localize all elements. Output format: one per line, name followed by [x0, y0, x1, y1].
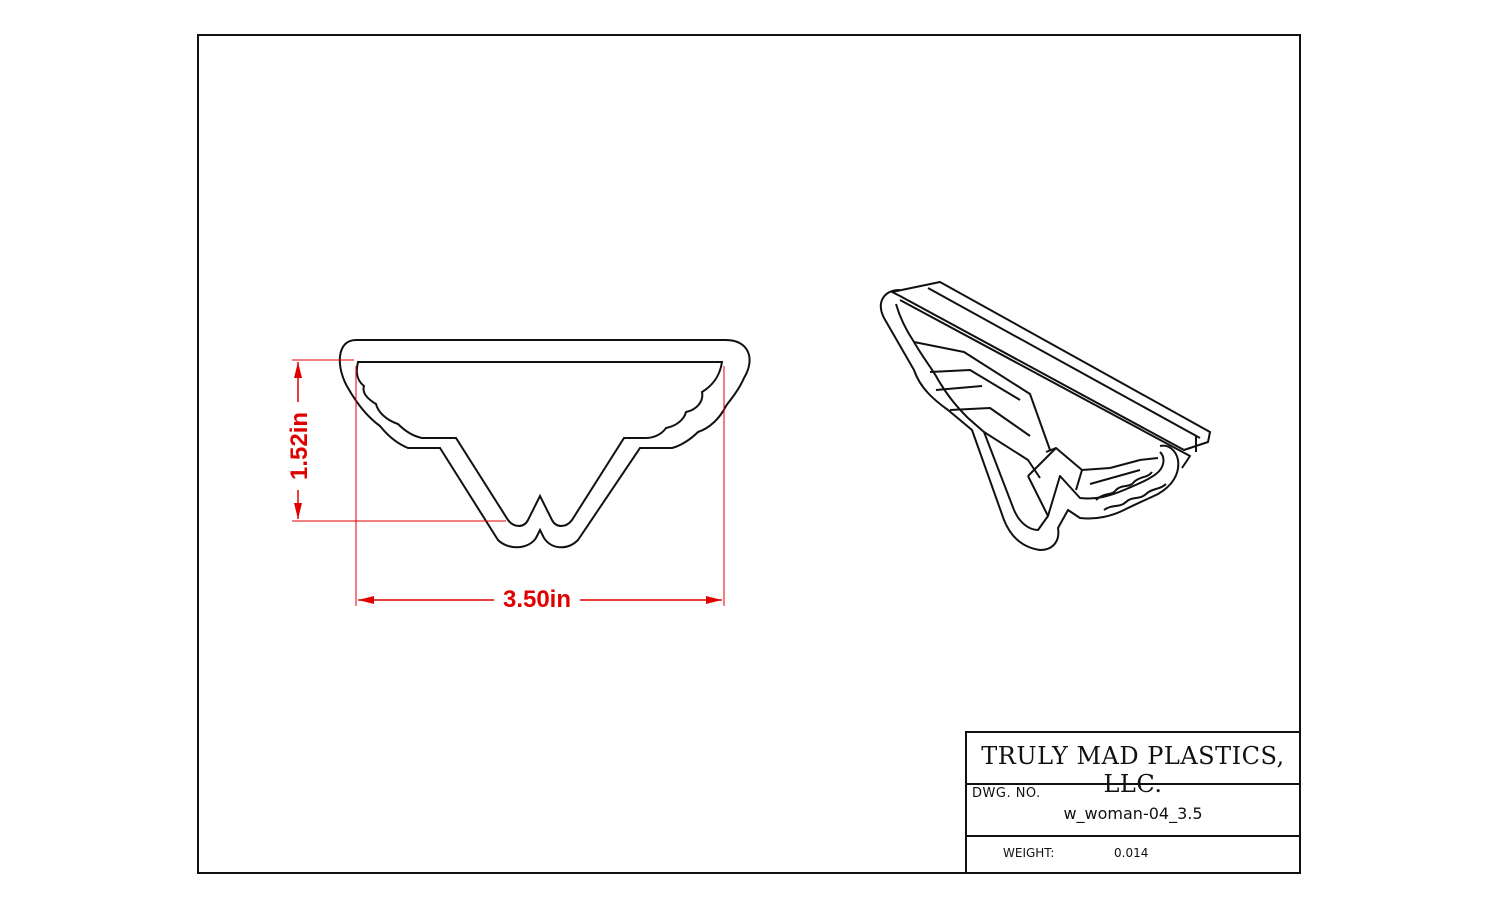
extension-lines: [292, 359, 725, 606]
title-block: [965, 731, 1301, 874]
width-dimension-label: 3.50in: [503, 586, 571, 613]
isometric-view: [879, 281, 1211, 551]
weight-label: WEIGHT:: [1003, 846, 1055, 860]
weight-value: 0.014: [1114, 846, 1149, 860]
drawing-number-label: DWG. NO.: [972, 786, 1041, 801]
height-dimension: [294, 362, 302, 519]
drawing-number: w_woman-04_3.5: [1063, 804, 1203, 823]
height-dimension-label: 1.52in: [286, 412, 313, 480]
cutter-inner-outline: [355, 361, 724, 527]
width-dimension: [358, 596, 722, 604]
cutter-outer-outline: [338, 339, 751, 549]
company-name: TRULY MAD PLASTICS, LLC.: [981, 742, 1285, 798]
drawing-border: [197, 34, 1301, 874]
